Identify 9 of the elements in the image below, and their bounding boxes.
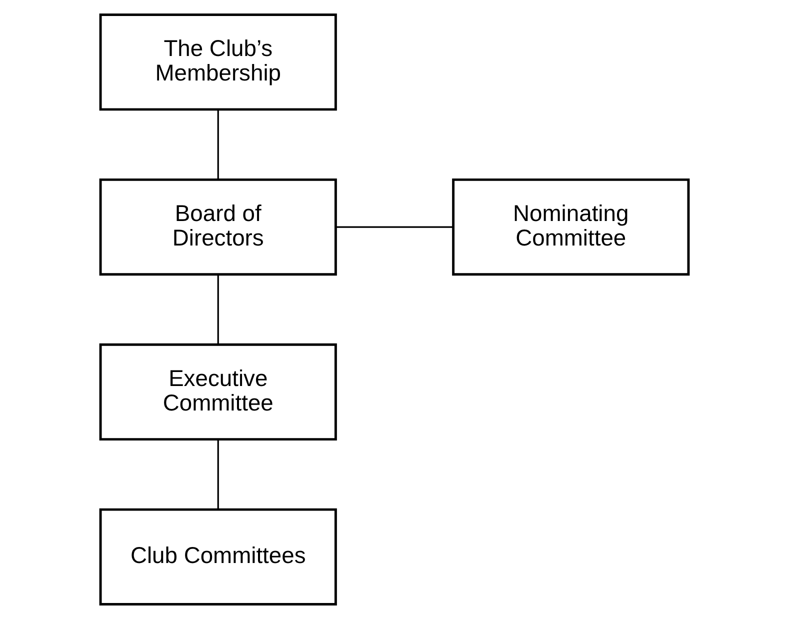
connector (216, 274, 218, 344)
node-box: Club Committees (98, 508, 336, 606)
node-box: Executive Committee (98, 343, 336, 441)
node-box: Board of Directors (98, 178, 336, 276)
connector (216, 110, 218, 180)
node-box: Nominating Committee (452, 178, 690, 276)
node-box: The Club’s Membership (98, 14, 336, 111)
connector (216, 440, 218, 510)
connector (336, 226, 453, 228)
